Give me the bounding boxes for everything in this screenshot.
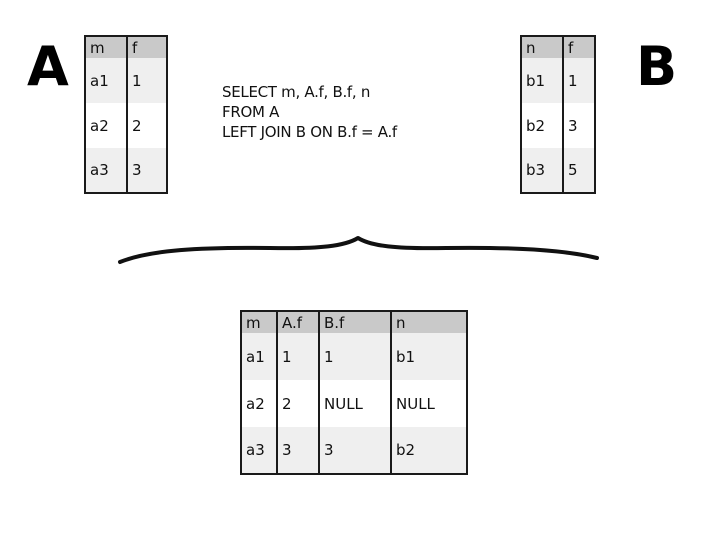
result-table: m A.f B.f n a1 1 1 b1 a2 2 NULL NULL a3 …	[240, 310, 468, 475]
table-a-label: A	[27, 35, 69, 98]
column-header: f	[126, 36, 167, 58]
table-row: b3 5	[521, 148, 595, 193]
table-row: a1 1	[85, 58, 167, 103]
table-cell: a3	[90, 161, 109, 179]
table-cell: 2	[276, 380, 319, 427]
table-cell: 1	[318, 333, 391, 380]
table-cell: 2	[126, 103, 167, 148]
column-header: n	[526, 38, 536, 57]
table-cell: 1	[276, 333, 319, 380]
table-cell: 1	[562, 58, 595, 103]
table-cell: NULL	[390, 380, 467, 427]
table-row: a2 2 NULL NULL	[241, 380, 467, 427]
table-a: m f a1 1 a2 2 a3 3	[84, 35, 168, 194]
column-header: n	[390, 311, 467, 333]
table-cell: b2	[526, 116, 546, 135]
table-cell: b2	[390, 427, 467, 474]
sql-line-join: LEFT JOIN B ON B.f = A.f	[222, 123, 397, 141]
table-cell: 3	[562, 103, 595, 148]
table-row: b1 1	[521, 58, 595, 103]
table-cell: b1	[390, 333, 467, 380]
table-cell: a3	[246, 441, 265, 459]
table-cell: b1	[526, 71, 546, 90]
sql-line-select: SELECT m, A.f, B.f, n	[222, 83, 371, 101]
table-cell: 3	[318, 427, 391, 474]
table-row: a1 1 1 b1	[241, 333, 467, 380]
table-cell: 3	[126, 148, 167, 193]
table-cell: a2	[90, 116, 109, 135]
table-cell: NULL	[318, 380, 391, 427]
table-header-row: m f	[85, 36, 167, 58]
table-row: a3 3 3 b2	[241, 427, 467, 474]
table-b-label: B	[636, 35, 678, 98]
column-header: f	[562, 36, 595, 58]
table-cell: 5	[562, 148, 595, 193]
column-header: B.f	[318, 311, 391, 333]
table-row: b2 3	[521, 103, 595, 148]
table-header-row: m A.f B.f n	[241, 311, 467, 333]
sql-line-from: FROM A	[222, 103, 280, 121]
table-row: a2 2	[85, 103, 167, 148]
table-cell: 1	[126, 58, 167, 103]
table-cell: a1	[246, 347, 265, 366]
table-row: a3 3	[85, 148, 167, 193]
table-cell: 3	[276, 427, 319, 474]
table-b: n f b1 1 b2 3 b3 5	[520, 35, 596, 194]
table-cell: a2	[246, 394, 265, 413]
table-cell: b3	[526, 161, 546, 179]
sql-query: SELECT m, A.f, B.f, n FROM A LEFT JOIN B…	[222, 82, 397, 142]
column-header: m	[90, 38, 105, 57]
table-cell: a1	[90, 71, 109, 90]
column-header: A.f	[276, 311, 319, 333]
table-header-row: n f	[521, 36, 595, 58]
column-header: m	[246, 313, 261, 332]
